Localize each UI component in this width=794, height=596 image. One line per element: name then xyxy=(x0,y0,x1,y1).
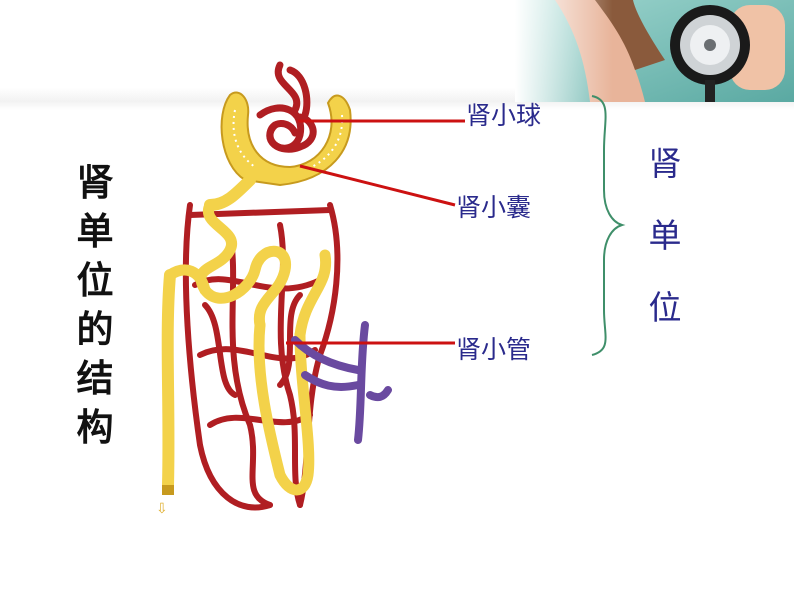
label-glomerulus: 肾小球 xyxy=(466,101,542,130)
group-char: 肾 xyxy=(648,144,682,183)
renal-tubule xyxy=(161,199,332,496)
curly-brace xyxy=(591,95,626,356)
title-char: 结 xyxy=(76,357,114,400)
label-capsule: 肾小囊 xyxy=(456,193,532,222)
nephron-diagram: ⇩ xyxy=(156,61,392,517)
stethoscope-photo xyxy=(515,0,794,102)
vertical-title: 肾 单 位 的 结 构 xyxy=(70,158,120,452)
svg-text:⇩: ⇩ xyxy=(156,501,168,517)
group-char: 位 xyxy=(648,288,682,327)
title-char: 肾 xyxy=(76,161,114,204)
group-char: 单 xyxy=(648,216,682,255)
title-char: 构 xyxy=(76,406,114,449)
title-char: 位 xyxy=(76,259,114,302)
glomerulus xyxy=(256,61,317,153)
nephron-group-label: 肾 单 位 xyxy=(640,128,690,344)
title-char: 的 xyxy=(76,308,114,351)
label-tubule: 肾小管 xyxy=(456,335,532,364)
title-char: 单 xyxy=(76,210,114,253)
stethoscope-icon xyxy=(515,0,794,102)
